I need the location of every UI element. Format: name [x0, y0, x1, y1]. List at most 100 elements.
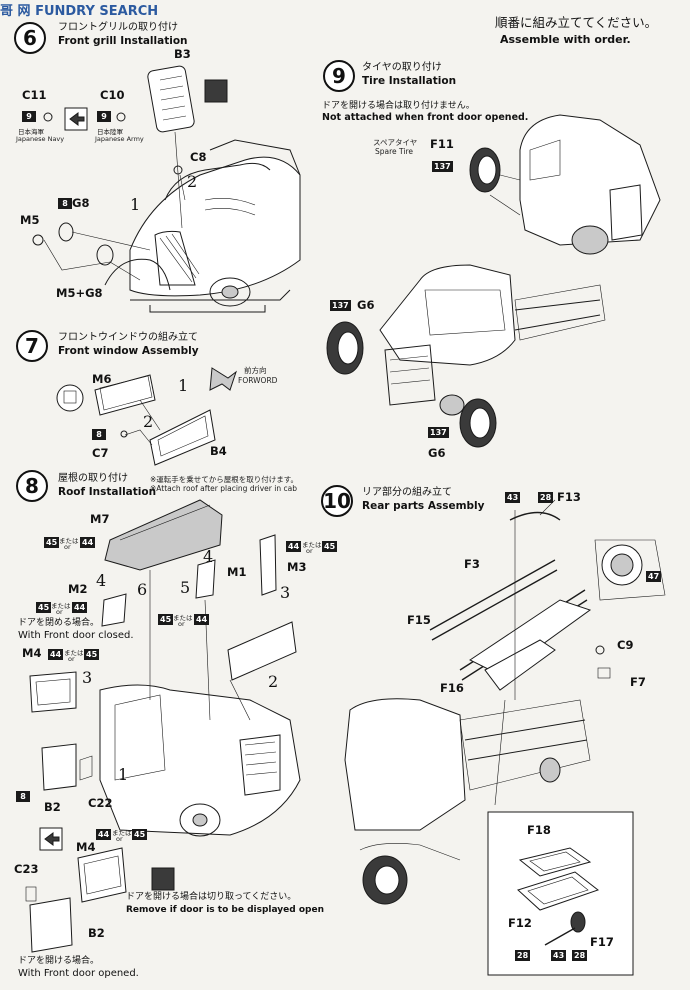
step9-part-g6b: G6 [428, 446, 446, 460]
step8-badge-45-d: 45 [158, 614, 174, 625]
step6-part-b3: B3 [174, 47, 191, 61]
step6-seq-1: 1 [130, 195, 141, 214]
step10-part-f18: F18 [527, 823, 551, 837]
step10-badge-43: 43 [505, 492, 521, 503]
step8-or-en-f: or [116, 835, 123, 843]
step8-badge-44-d: 44 [194, 614, 210, 625]
step8-opened-en: With Front door opened. [18, 968, 139, 979]
step6-title-jp: フロントグリルの取り付け [58, 22, 178, 33]
step8-part-b2b: B2 [88, 926, 105, 940]
order-note-jp: 順番に組み立ててください。 [495, 15, 658, 30]
step8-badge-44-c: 44 [72, 602, 88, 613]
step6-part-c8: C8 [190, 150, 207, 164]
watermark-text: FUNDRY SEARCH [35, 4, 159, 19]
step8-badge-44-e: 44 [48, 649, 64, 660]
step8-or-en-c: or [56, 608, 63, 616]
step7-dir-en: FORWORD [238, 376, 278, 385]
step8-or-en-e: or [68, 655, 75, 663]
step8-part-m3: M3 [287, 560, 307, 574]
step8-badge-45-e: 45 [84, 649, 100, 660]
watermark-sub: 哥 网 [0, 4, 31, 19]
step8-or-jp-f: または [112, 829, 132, 837]
step8-or-jp-b: または [302, 541, 322, 549]
step8-or-en-b: or [306, 547, 313, 555]
order-note-en: Assemble with order. [500, 33, 631, 46]
step6-part-m5g8: M5+G8 [56, 286, 103, 300]
step8-or-en-d: or [178, 620, 185, 628]
step8-or-jp-d: または [173, 614, 193, 622]
step8-or-jp-a: または [59, 537, 79, 545]
step6-badge-g8: 8 [58, 198, 72, 209]
step10-title-en: Rear parts Assembly [362, 500, 485, 512]
step10-title-jp: リア部分の組み立て [362, 487, 452, 498]
step9-note-jp: ドアを開ける場合は取り付けません。 [322, 101, 475, 111]
step8-cab-drawing [25, 499, 301, 953]
step7-part-c7: C7 [92, 446, 109, 460]
step8-title-jp: 屋根の取り付け [58, 473, 128, 484]
step8-badge-45-c: 45 [36, 602, 52, 613]
step6-navy-jp: 日本海軍 [18, 128, 44, 136]
step8-remove-jp: ドアを開ける場合は切り取ってください。 [126, 892, 297, 902]
step10-badge-43-b: 43 [551, 950, 567, 961]
step8-or-jp-c: または [51, 602, 71, 610]
step6-part-m5: M5 [20, 213, 40, 227]
step8-part-m1: M1 [227, 565, 247, 579]
step10-number: 10 [321, 485, 353, 517]
step10-part-f16: F16 [440, 681, 464, 695]
step6-seq-2: 2 [187, 172, 198, 191]
step8-part-m4: M4 [22, 646, 42, 660]
step8-seq-1: 1 [118, 765, 129, 784]
step8-remove-en: Remove if door is to be displayed open [126, 905, 324, 915]
step10-badge-28-b: 28 [515, 950, 531, 961]
step6-part-c10: C10 [100, 88, 125, 102]
step6-truck-drawing [104, 139, 301, 313]
step6-title-en: Front grill Installation [58, 35, 188, 47]
step8-badge-45-f: 45 [132, 829, 148, 840]
step10-part-f7: F7 [630, 675, 646, 689]
step8-badge-44-f: 44 [96, 829, 112, 840]
step7-title-jp: フロントウインドウの組み立て [58, 332, 198, 343]
step10-part-f3: F3 [464, 557, 480, 571]
step7-part-b4: B4 [210, 444, 227, 458]
step8-badge-44-b: 44 [286, 541, 302, 552]
step10-part-f17: F17 [590, 935, 614, 949]
step9-part-f11: F11 [430, 137, 454, 151]
step9-note-en: Not attached when front door opened. [322, 112, 529, 123]
step6-army-jp: 日本陸軍 [97, 128, 123, 136]
step8-or-jp-e: または [64, 649, 84, 657]
step8-badge-44-a: 44 [80, 537, 96, 548]
step8-seq-5: 5 [180, 578, 191, 597]
step8-part-m7: M7 [90, 512, 110, 526]
step9-spare-jp: スペアタイヤ [373, 138, 418, 147]
step10-badge-28: 28 [538, 492, 554, 503]
step9-number: 9 [323, 60, 355, 92]
step10-part-f13: F13 [557, 490, 581, 504]
step8-badge-45-b: 45 [322, 541, 338, 552]
step8-opened-jp: ドアを開ける場合。 [18, 956, 100, 966]
step8-seq-4b: 4 [203, 547, 214, 566]
step8-seq-3a: 3 [82, 668, 93, 687]
step8-badge-45-a: 45 [44, 537, 60, 548]
paint-mark-black [204, 79, 228, 103]
step10-badge-28-c: 28 [572, 950, 588, 961]
step8-part-m2: M2 [68, 582, 88, 596]
step8-number: 8 [16, 470, 48, 502]
step7-badge-c7: 8 [92, 429, 106, 440]
step8-note-jp: ※運転手を乗せてから屋根を取り付けます。 [150, 475, 299, 484]
step9-title-en: Tire Installation [362, 75, 457, 87]
step8-part-c22: C22 [88, 796, 113, 810]
step6-part-g8: G8 [72, 196, 90, 210]
step9-badge-137-c: 137 [428, 427, 449, 438]
step8-part-m4b: M4 [76, 840, 96, 854]
watermark: 哥 网 FUNDRY SEARCH [0, 0, 158, 19]
step6-number: 6 [14, 22, 46, 54]
step6-badge-c10: 9 [97, 111, 111, 122]
step6-b3-part [147, 65, 195, 229]
step6-navy-en: Japanese Navy [16, 135, 65, 143]
step7-number: 7 [16, 330, 48, 362]
step7-window-drawing [56, 367, 237, 466]
c8-part [173, 165, 183, 175]
step10-part-f15: F15 [407, 613, 431, 627]
step10-rear-drawing [344, 499, 666, 976]
step7-dir-jp: 前方向 [244, 366, 267, 375]
